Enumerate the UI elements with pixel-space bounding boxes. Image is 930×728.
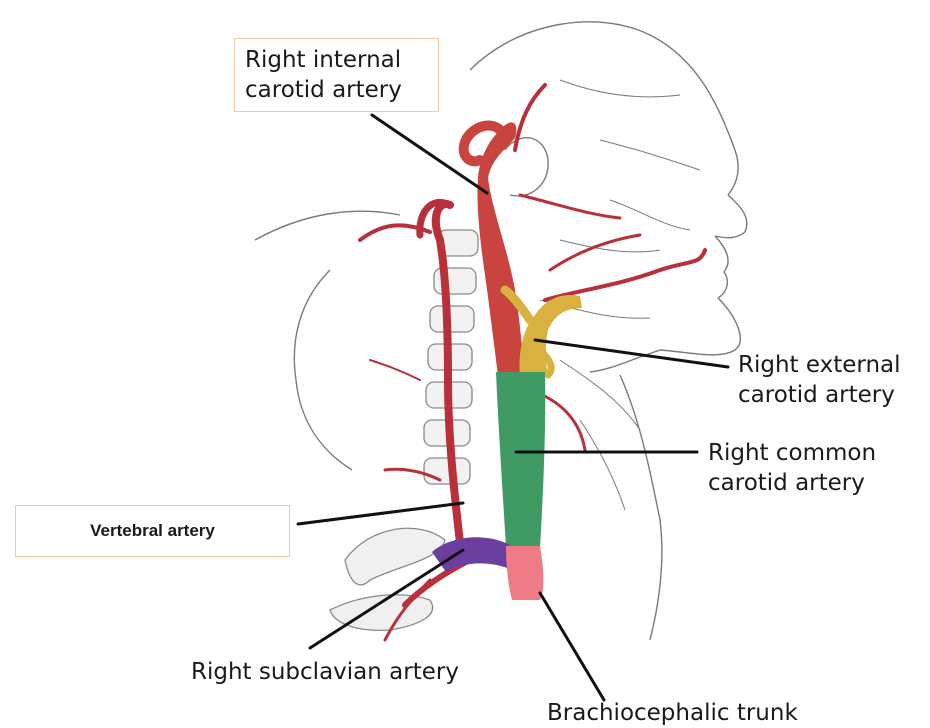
superficial-temporal-artery <box>515 85 545 150</box>
leader-vertebral <box>298 503 463 524</box>
ear-outline <box>505 138 548 196</box>
external-carotid-label-line2: carotid artery <box>738 380 901 410</box>
external-carotid-label: Right external carotid artery <box>738 350 901 410</box>
chin-outline <box>660 298 740 355</box>
external-carotid-label-line1: Right external <box>738 350 901 380</box>
vertebral-artery-label: Vertebral artery <box>15 505 290 557</box>
common-carotid-label-line2: carotid artery <box>708 468 876 498</box>
internal-carotid-label-line1: Right internal <box>245 45 438 75</box>
brachiocephalic-trunk-label: Brachiocephalic trunk <box>547 698 798 728</box>
nose-outline <box>715 195 747 238</box>
leader-brachiocephalic <box>540 593 604 700</box>
common-carotid-label: Right common carotid artery <box>708 438 876 498</box>
brachiocephalic-trunk-vessel <box>506 546 543 600</box>
throat-outline <box>620 375 662 640</box>
occiput-outline <box>255 211 400 240</box>
lips-outline <box>715 236 728 298</box>
back-of-neck-outline <box>294 270 352 470</box>
internal-carotid-label: Right internal carotid artery <box>234 38 439 112</box>
rib-sketch <box>330 528 445 630</box>
forehead-outline <box>728 150 738 195</box>
common-carotid-label-line1: Right common <box>708 438 876 468</box>
common-carotid-artery-vessel <box>496 372 545 548</box>
internal-carotid-label-line2: carotid artery <box>245 75 438 105</box>
subclavian-artery-label: Right subclavian artery <box>191 657 459 687</box>
